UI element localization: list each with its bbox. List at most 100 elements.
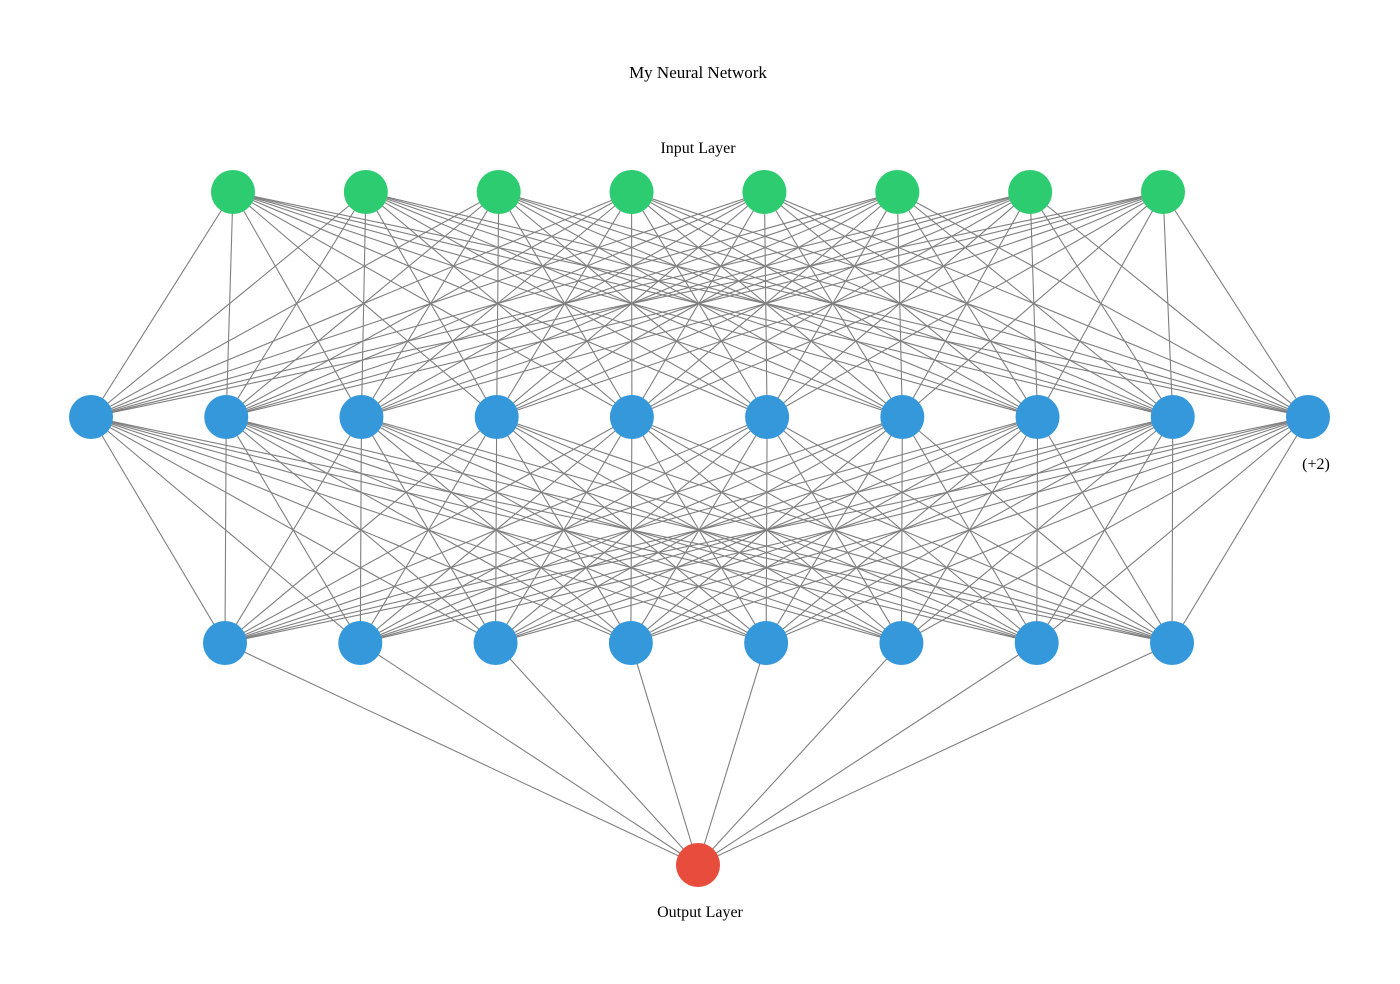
synapse-edge [631,191,768,418]
synapse-edge [765,416,1309,644]
synapse-edge [365,191,498,418]
input-layer-neuron-node [742,170,787,214]
nodes-group [69,170,1330,887]
synapse-edge [630,642,699,866]
synapse-edge [232,191,768,418]
synapse-edge [630,416,1309,644]
synapse-edge [365,191,903,418]
synapse-edge [90,416,226,644]
synapse-edge [763,191,903,418]
synapse-edge [901,191,1164,418]
hidden-layer-1-neuron-node [880,395,925,439]
hidden-layer-2-neuron-node [1014,621,1059,665]
synapse-edge [496,191,1164,418]
synapse-edge [496,191,633,418]
hidden-layer-1-neuron-node [339,395,384,439]
synapse-edge [224,416,768,644]
synapse-edge [90,191,367,418]
hidden-layer-2-neuron-node [879,621,924,665]
input-layer-neuron-node [476,170,521,214]
synapse-edge [631,191,765,418]
synapse-edge [697,642,1173,866]
synapse-edge [224,416,1309,644]
synapse-edge [224,416,227,644]
synapse-edge [631,191,1038,418]
synapse-edge [764,191,1309,418]
input-layer-neuron-node [210,170,255,214]
synapse-edge [90,191,632,418]
synapse-edge [224,642,699,866]
synapse-edge [1029,191,1309,418]
synapse-edge [766,191,1164,418]
hidden-layer-1-neuron-node [204,395,249,439]
synapse-edge [232,191,903,418]
synapse-edge [498,191,633,418]
hidden-layer-2-neuron-node [608,621,653,665]
synapse-edge [90,191,499,418]
synapse-edge [697,642,767,866]
hidden-layer-1-neuron-node [1285,395,1330,439]
synapse-edge [897,191,1309,418]
synapse-edge [697,642,1038,866]
synapse-edge [697,642,902,866]
synapse-edge [224,416,498,644]
synapse-edge [365,191,768,418]
synapse-edge [90,191,234,418]
input-layer-neuron-node [1008,170,1053,214]
hidden-overflow-annotation: (+2) [1302,456,1330,473]
output-layer-label: Output Layer [657,904,743,921]
synapse-edge [224,416,362,644]
output-layer-neuron-node [676,843,720,887]
synapse-edge [224,416,633,644]
hidden-layer-2-neuron-node [1150,621,1195,665]
hidden-layer-1-neuron-node [69,395,114,439]
synapse-edge [226,191,1164,418]
synapse-edge [1036,416,1309,644]
hidden-layer-2-neuron-node [744,621,789,665]
synapse-edge [495,642,699,866]
synapse-edge [901,416,1309,644]
synapse-edge [232,191,498,418]
input-layer-neuron-node [343,170,388,214]
synapse-edge [901,191,1031,418]
synapse-edge [90,191,898,418]
synapse-edge [365,191,633,418]
synapse-edge [360,416,1309,644]
synapse-edge [90,191,1164,418]
synapse-edge [495,416,1309,644]
synapse-edge [631,191,1173,418]
synapse-edge [361,191,1164,418]
synapse-edge [498,191,1038,418]
synapse-edge [360,191,500,418]
synapse-edge [1029,191,1174,418]
synapse-edge [359,642,699,866]
synapse-edge [498,191,768,418]
hidden-layer-2-neuron-node [338,621,383,665]
synapse-edge [224,416,903,644]
synapse-edge [498,191,903,418]
synapse-edge [896,191,1174,418]
hidden-layer-1-neuron-node [1015,395,1060,439]
synapse-edge [90,191,1031,418]
synapse-edge [1162,191,1174,418]
hidden-layer-2-neuron-node [202,621,247,665]
edges-group [90,191,1309,866]
synapse-edge [631,191,903,418]
synapse-edge [631,191,1164,418]
synapse-edge [1162,191,1309,418]
input-layer-neuron-node [609,170,654,214]
synapse-edge [224,416,1038,644]
synapse-edge [1171,416,1309,644]
hidden-layer-2-neuron-node [473,621,518,665]
synapse-edge [766,191,898,418]
diagram-title: My Neural Network [629,63,767,82]
hidden-layer-1-neuron-node [609,395,654,439]
hidden-layer-1-neuron-node [474,395,519,439]
synapse-edge [232,191,362,418]
synapse-edge [764,191,1174,418]
synapse-edge [232,191,633,418]
synapse-edge [631,191,1309,418]
synapse-edge [498,191,1173,418]
